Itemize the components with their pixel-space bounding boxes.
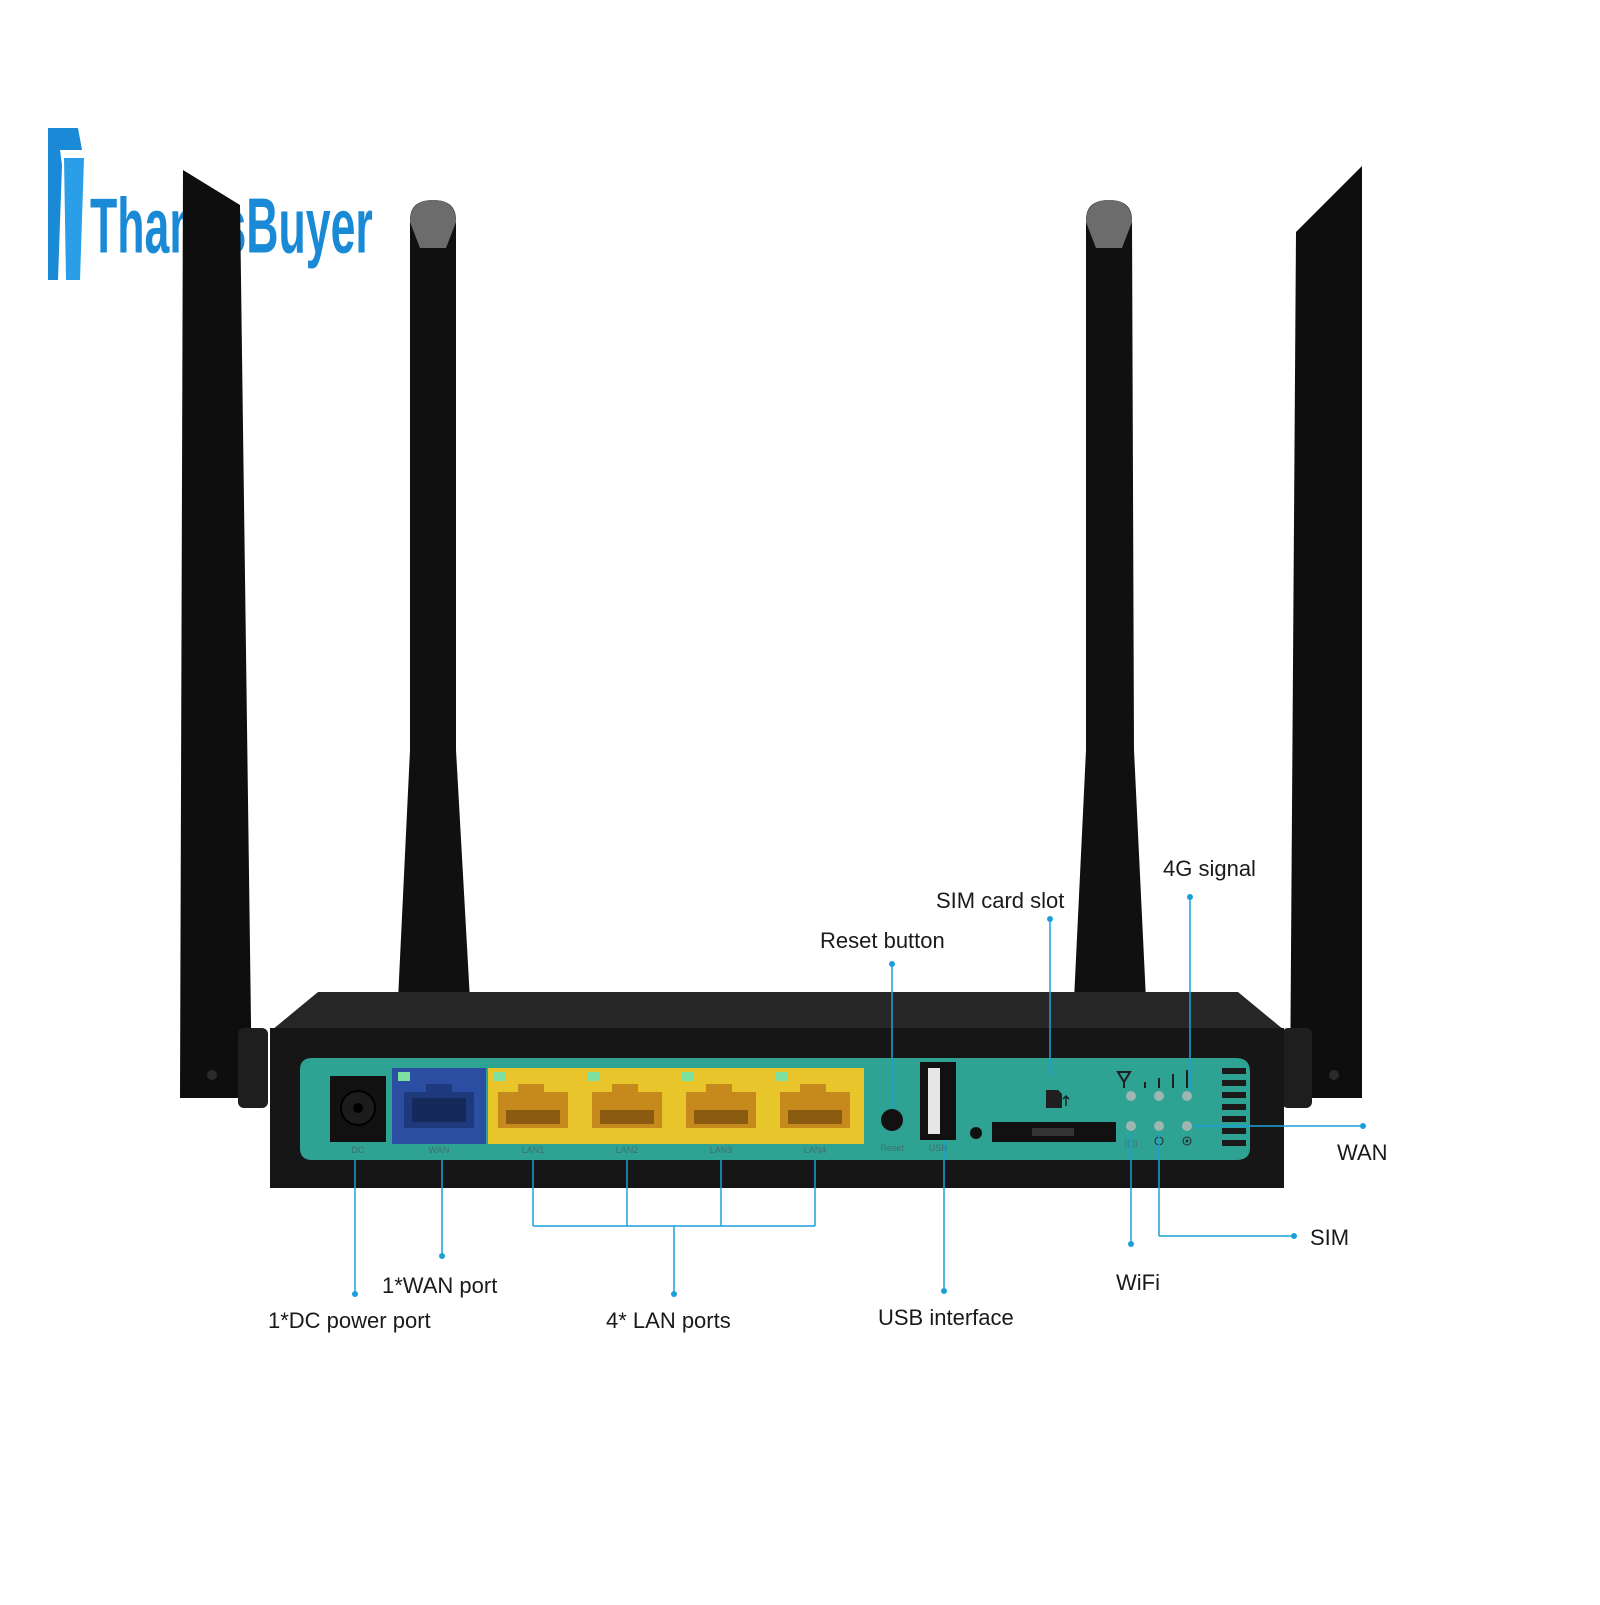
signal-bar-1 [1144,1082,1146,1088]
wan-port: WAN [392,1068,486,1155]
lan2-label: LAN2 [616,1145,639,1155]
callout-lan-ports: 4* LAN ports [606,1308,731,1333]
hinge-left [238,1028,268,1108]
dc-power-port: DC [330,1076,386,1155]
callout-4g-signal: 4G signal [1163,856,1256,881]
antenna-left-inner [398,200,470,1000]
hinge-right [1282,1028,1312,1108]
lan-port-1 [494,1072,568,1128]
signal-led-2 [1154,1091,1164,1101]
signal-led-3 [1182,1091,1192,1101]
antenna-signal-icon [1116,1071,1132,1088]
antenna-right-outer [1290,166,1362,1098]
callout-dc-power-port: 1*DC power port [268,1308,431,1333]
wan-led-icon [1182,1136,1192,1146]
signal-bar-3 [1172,1074,1174,1088]
usb-port: USB [920,1062,956,1153]
signal-bar-2 [1158,1078,1160,1088]
lan-port-3 [682,1072,756,1128]
wifi-led [1126,1121,1136,1131]
antenna-right-inner [1074,200,1146,1000]
reset-label: Reset [880,1143,904,1153]
lan1-label: LAN1 [522,1145,545,1155]
signal-bar-4 [1186,1070,1188,1088]
antenna-left-outer [180,170,252,1098]
panel-stripes [1222,1068,1246,1146]
signal-led-1 [1126,1091,1136,1101]
callout-usb-interface: USB interface [878,1305,1014,1330]
callout-sim-led: SIM [1310,1225,1350,1250]
reset-button: Reset [880,1109,904,1153]
leader-dots [352,894,1366,1297]
lan4-label: LAN4 [804,1145,827,1155]
sim-card-icon [1046,1090,1062,1108]
callout-reset-button: Reset button [820,928,945,953]
callout-wan-led: WAN [1337,1140,1388,1165]
callout-wan-port: 1*WAN port [382,1273,498,1298]
usb-label: USB [929,1143,948,1153]
sim-card-slot [992,1090,1116,1142]
lan-block: LAN1 LAN2 LAN3 LAN4 [488,1068,864,1155]
led-indicators: ((·)) [1116,1070,1192,1148]
lan-port-2 [588,1072,662,1128]
sim-led [1154,1121,1164,1131]
callout-sim-card-slot: SIM card slot [936,888,1065,913]
arrow-up-icon [1062,1094,1070,1106]
wan-port-label: WAN [429,1145,450,1155]
lan-port-4 [776,1072,850,1128]
wan-led-icon-dot [1185,1139,1189,1143]
lan3-label: LAN3 [710,1145,733,1155]
wan-led [1182,1121,1192,1131]
dc-port-label: DC [352,1145,365,1155]
callout-wifi-led: WiFi [1116,1270,1160,1295]
sim-eject-hole [970,1127,982,1139]
leader-lines [354,898,1362,1293]
